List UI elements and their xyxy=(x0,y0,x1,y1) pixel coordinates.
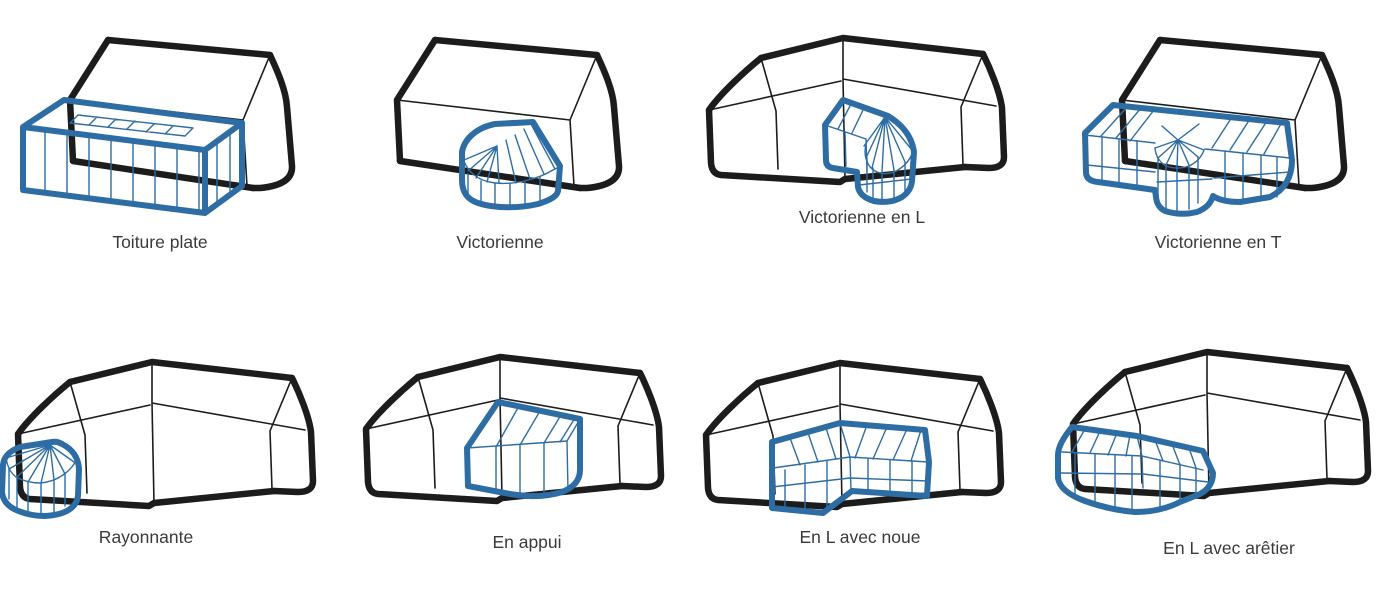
veranda-radial-bay-outline xyxy=(0,438,82,519)
veranda-l-valley-outline xyxy=(769,420,932,516)
label-victorienne-en-l: Victorienne en L xyxy=(798,207,926,227)
figure-victorienne-en-l-drawing xyxy=(709,38,1004,205)
label-toiture-plate: Toiture plate xyxy=(112,232,208,252)
label-en-l-avec-aretier: En L avec arêtier xyxy=(1163,538,1295,558)
figure-victorienne-en-t-drawing xyxy=(1082,40,1344,217)
house-outline xyxy=(709,38,1004,182)
label-victorienne-en-t: Victorienne en T xyxy=(1154,232,1282,252)
veranda-lean-to-outline xyxy=(464,399,583,500)
figure-rayonnante-drawing xyxy=(0,362,313,519)
figure-en-l-avec-noue-drawing xyxy=(706,363,1001,516)
label-victorienne: Victorienne xyxy=(456,232,544,252)
veranda-flat-roof-outline xyxy=(20,97,245,216)
veranda-victorian-t-outline xyxy=(1082,102,1295,217)
label-en-l-avec-noue: En L avec noue xyxy=(799,527,921,547)
veranda-victorian-bay-outline xyxy=(459,119,563,211)
house-outline xyxy=(397,40,619,188)
veranda-victorian-l-outline xyxy=(822,97,917,205)
figure-toiture-plate-drawing xyxy=(20,40,292,216)
label-rayonnante: Rayonnante xyxy=(98,527,194,547)
figure-en-appui-drawing xyxy=(366,357,661,501)
house-outline xyxy=(706,363,1001,507)
label-en-appui: En appui xyxy=(492,532,562,552)
figure-victorienne-drawing xyxy=(397,40,619,211)
house-outline xyxy=(18,362,313,506)
house-outline xyxy=(1073,352,1368,496)
figure-en-l-avec-aretier-drawing xyxy=(1055,352,1368,515)
veranda-l-hip-outline xyxy=(1055,424,1216,515)
house-outline xyxy=(1122,40,1344,188)
house-outline xyxy=(366,357,661,501)
